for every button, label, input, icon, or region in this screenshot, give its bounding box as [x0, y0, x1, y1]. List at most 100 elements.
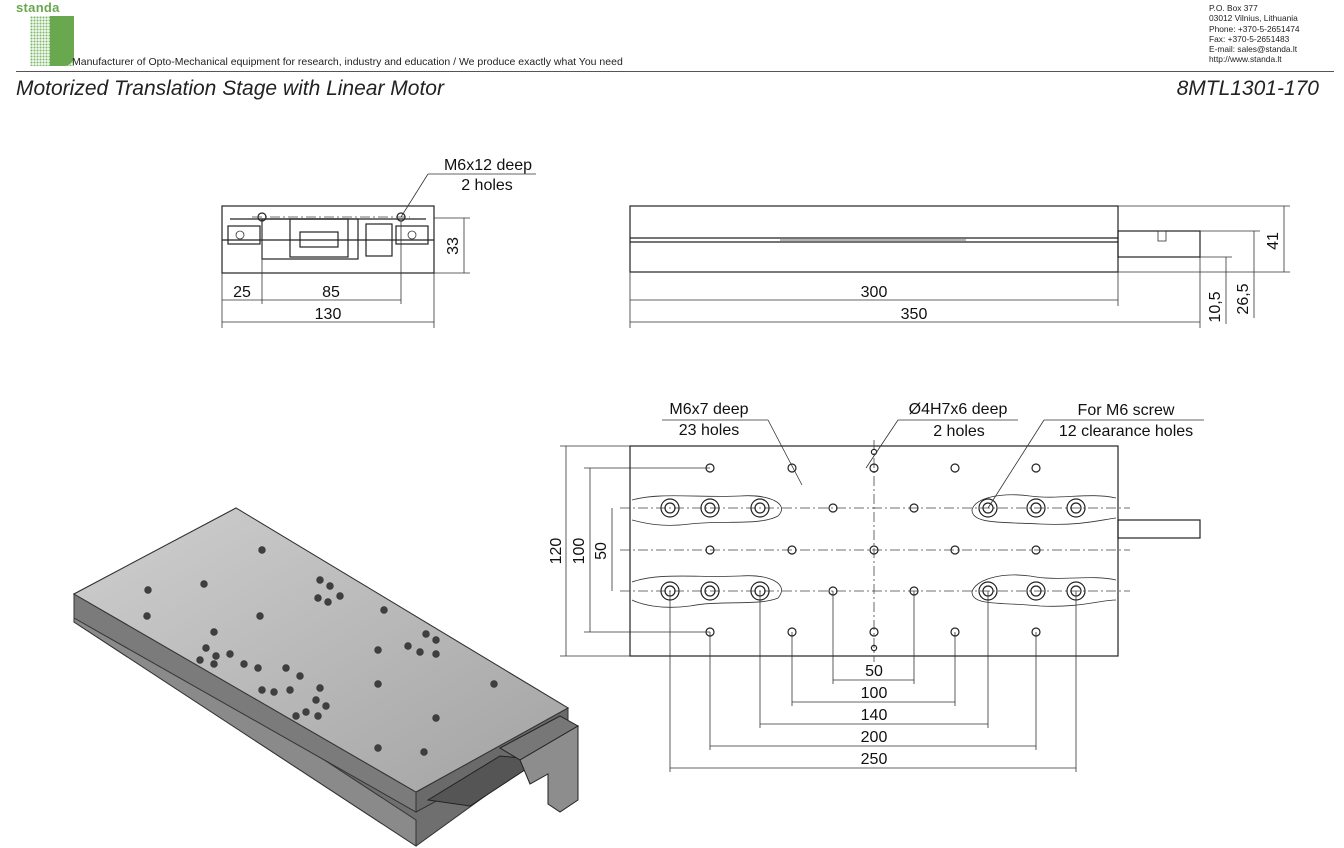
iso-hole [380, 606, 388, 614]
side-view: 41 26,5 10,5 300 350 [629, 205, 1290, 328]
iso-hole [322, 702, 330, 710]
logo-text: standa [16, 0, 60, 15]
iso-hole [286, 686, 294, 694]
dim-33: 33 [445, 237, 462, 255]
clearance-hole-outer [700, 498, 720, 518]
m6-hole [869, 627, 879, 637]
iso-hole [420, 748, 428, 756]
callout-text: 2 holes [461, 177, 513, 194]
m6-hole [828, 503, 838, 513]
dim-41: 41 [1265, 232, 1282, 250]
iso-hole [302, 708, 310, 716]
iso-hole [422, 630, 430, 638]
clearance-hole-inner [704, 502, 716, 514]
iso-hole [316, 576, 324, 584]
dim-10-5: 10,5 [1207, 291, 1224, 322]
dim-100-horizontal: 100 [861, 685, 888, 702]
top-view: M6x7 deep 23 holes Ø4H7x6 deep 2 holes F… [548, 401, 1204, 772]
standa-logo [14, 2, 74, 66]
contact-line: 03012 Vilnius, Lithuania [1209, 13, 1298, 24]
dim-100: 100 [571, 538, 588, 565]
contact-line: Phone: +370-5-2651474 [1209, 23, 1300, 34]
clearance-hole-inner [704, 585, 716, 597]
iso-hole [432, 714, 440, 722]
m6-hole [950, 545, 960, 555]
iso-hole [200, 580, 208, 588]
m6-hole [1031, 545, 1041, 555]
clearance-holes [660, 498, 1086, 601]
m6-hole [909, 503, 919, 513]
dim-50: 50 [865, 663, 883, 680]
callout-text: 23 holes [679, 422, 740, 439]
header: standa Manufacturer of Opto-Mechanical e… [0, 0, 1344, 72]
iso-hole [270, 688, 278, 696]
iso-hole [316, 684, 324, 692]
iso-hole [432, 650, 440, 658]
m6-hole [787, 463, 797, 473]
header-rule [16, 71, 1334, 72]
callout-text: 12 clearance holes [1059, 423, 1193, 440]
m6-hole [1031, 463, 1041, 473]
iso-hole [282, 664, 290, 672]
model-number: 8MTL1301-170 [1176, 77, 1319, 100]
page-title: Motorized Translation Stage with Linear … [16, 77, 444, 100]
iso-hole [336, 592, 344, 600]
clearance-hole-outer [660, 498, 680, 518]
m6x7-holes [705, 463, 1041, 637]
isometric-view [72, 507, 580, 847]
callout-text: Ø4H7x6 deep [909, 401, 1008, 418]
dim-250: 250 [861, 751, 888, 768]
dim-50-vertical: 50 [593, 542, 610, 560]
iso-hole [292, 712, 300, 720]
iso-hole [374, 680, 382, 688]
iso-hole [210, 660, 218, 668]
clearance-hole-inner [1030, 585, 1042, 597]
iso-hole [374, 744, 382, 752]
m6-hole [869, 463, 879, 473]
dim-350: 350 [901, 306, 928, 323]
clearance-hole-inner [1030, 502, 1042, 514]
isometric-holes [143, 546, 498, 756]
clearance-hole-inner [1070, 502, 1082, 514]
dim-85: 85 [322, 284, 340, 301]
iso-hole [326, 582, 334, 590]
contact-line: Fax: +370-5-2651483 [1209, 33, 1290, 44]
iso-hole [258, 686, 266, 694]
pin-hole [870, 644, 878, 652]
tagline: Manufacturer of Opto-Mechanical equipmen… [72, 56, 623, 68]
contact-block: P.O. Box 377 03012 Vilnius, Lithuania Ph… [1209, 3, 1300, 65]
iso-hole [404, 642, 412, 650]
iso-hole [144, 586, 152, 594]
iso-hole [324, 598, 332, 606]
clearance-hole-inner [664, 502, 676, 514]
clearance-hole-outer [700, 581, 720, 601]
iso-hole [202, 644, 210, 652]
iso-hole [416, 648, 424, 656]
clearance-hole-outer [1066, 498, 1086, 518]
clearance-hole-outer [978, 498, 998, 518]
iso-hole [490, 680, 498, 688]
m6-hole [869, 545, 879, 555]
contact-line: http://www.standa.lt [1209, 54, 1282, 65]
m6-hole [705, 545, 715, 555]
iso-hole [196, 656, 204, 664]
front-view: M6x12 deep 2 holes 33 25 85 130 [221, 157, 536, 328]
m6-hole [787, 545, 797, 555]
clearance-hole-outer [1026, 498, 1046, 518]
iso-hole [374, 646, 382, 654]
iso-hole [312, 696, 320, 704]
callout-text: M6x7 deep [669, 401, 748, 418]
clearance-hole-outer [750, 498, 770, 518]
callout-text: For M6 screw [1078, 402, 1175, 419]
iso-hole [226, 650, 234, 658]
iso-hole [212, 652, 220, 660]
iso-hole [296, 672, 304, 680]
iso-hole [256, 612, 264, 620]
clearance-hole-inner [982, 502, 994, 514]
dim-26-5: 26,5 [1235, 283, 1252, 314]
dim-140: 140 [861, 707, 888, 724]
iso-hole [240, 660, 248, 668]
iso-hole [143, 612, 151, 620]
logo-s-shape [50, 16, 74, 66]
